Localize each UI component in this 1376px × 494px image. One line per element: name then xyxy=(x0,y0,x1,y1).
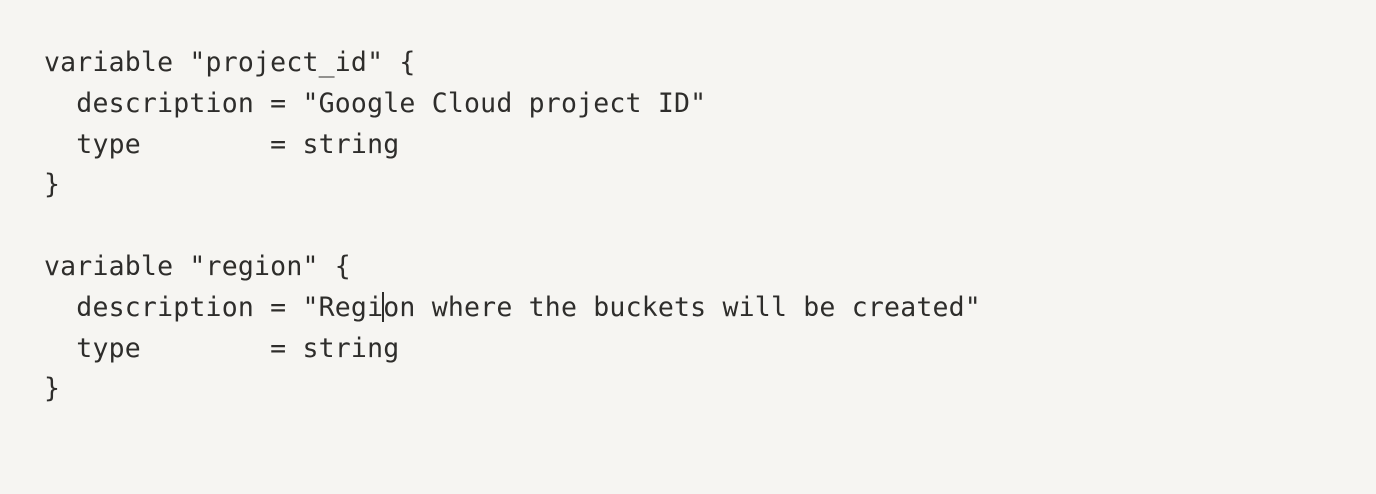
code-line-with-cursor[interactable]: description = "Region where the buckets … xyxy=(44,288,981,329)
code-line[interactable] xyxy=(44,206,981,247)
text-cursor xyxy=(382,291,385,322)
code-line[interactable]: variable "project_id" { xyxy=(44,47,416,78)
code-line[interactable]: variable "region" { xyxy=(44,250,351,282)
code-line[interactable]: } xyxy=(44,373,61,405)
code-line[interactable]: type = string xyxy=(44,332,400,364)
code-line[interactable]: } xyxy=(44,169,61,201)
code-line[interactable]: description = "Google Cloud project ID" xyxy=(44,87,707,119)
code-editor[interactable]: variable "project_id" { description = "G… xyxy=(44,43,981,410)
code-line[interactable]: type = string xyxy=(44,128,400,160)
code-text-before-cursor: description = "Regi xyxy=(44,291,384,323)
code-text-after-cursor: on where the buckets will be created" xyxy=(383,291,981,323)
